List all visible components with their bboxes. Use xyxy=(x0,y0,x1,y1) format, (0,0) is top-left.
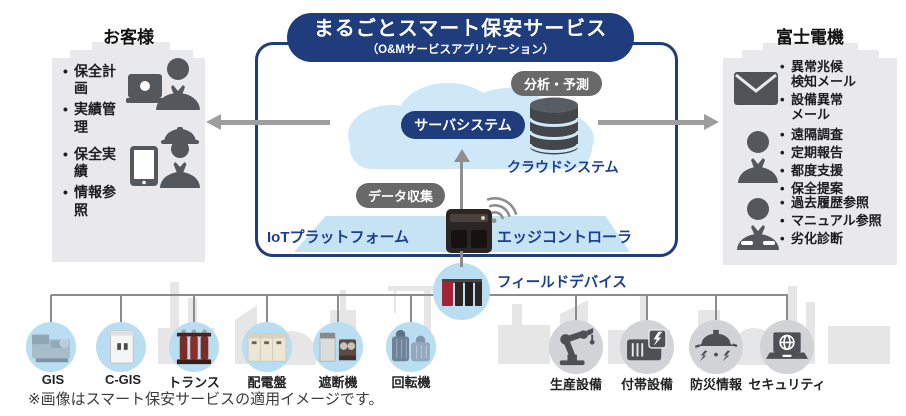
upload-arrow-head xyxy=(454,149,470,162)
device-label: 生産設備 xyxy=(549,377,602,392)
database-icon xyxy=(529,97,579,155)
drop-line xyxy=(50,295,52,322)
gis-switchgear-icon xyxy=(32,334,70,363)
service-title-banner: まるごとスマート保安サービス （O&Mサービスアプリケーション） xyxy=(287,13,634,62)
cloud-system-label: クラウドシステム xyxy=(507,159,619,175)
device-circle-gis xyxy=(26,322,76,372)
fire-alarm-icon xyxy=(694,329,738,362)
fuji-item-list: 異常兆候 検知メール 設備異常 メール xyxy=(780,59,888,126)
device-circle-cgis xyxy=(96,322,146,372)
drop-line xyxy=(575,295,577,320)
drop-line xyxy=(786,295,788,320)
list-item: 遠隔調査 xyxy=(780,127,888,143)
list-item: 情報参照 xyxy=(63,184,125,218)
device-circle-switchboard xyxy=(242,322,292,372)
device-circle-breaker xyxy=(313,322,363,372)
cgis-cabinet-icon xyxy=(110,330,134,364)
fuji-item-list: 遠隔調査 定期報告 都度支援 保全提案 xyxy=(780,127,888,200)
mail-icon xyxy=(734,72,778,105)
worker-tablet-icon xyxy=(130,127,200,188)
drop-line xyxy=(337,295,339,322)
device-label: 遮断機 xyxy=(318,375,358,390)
drop-line xyxy=(120,295,122,322)
customer-item-list: 保全実績 情報参照 xyxy=(63,146,125,223)
robot-arm-icon xyxy=(559,327,595,366)
list-item: 定期報告 xyxy=(780,145,888,161)
breaker-icon xyxy=(319,332,357,362)
device-label: 回転機 xyxy=(391,375,431,390)
generator-icon xyxy=(627,329,667,361)
fuji-header: 富士電機 xyxy=(776,28,844,47)
fuji-box-step xyxy=(763,43,858,51)
edge-controller-label: エッジコントローラ xyxy=(497,229,633,246)
customer-box-step xyxy=(70,50,193,59)
device-circle-disaster xyxy=(689,320,743,374)
customer-item-list: 保全計画 実績管理 xyxy=(63,63,125,140)
field-link-line xyxy=(460,251,463,267)
device-label: セキュリティ xyxy=(748,377,826,392)
list-item: 異常兆候 検知メール xyxy=(780,59,888,90)
list-item: 劣化診断 xyxy=(780,231,892,247)
to-fuji-arrow xyxy=(598,120,706,125)
list-item: 保全計画 xyxy=(63,63,125,97)
service-subtitle: （O&Mサービスアプリケーション） xyxy=(366,44,555,56)
to-customer-arrow-head xyxy=(206,114,221,130)
person-keyboard-icon xyxy=(737,198,779,250)
field-device-icon xyxy=(441,278,482,306)
rotating-machine-icon xyxy=(392,329,430,362)
analysis-pill: 分析・予測 xyxy=(511,71,602,96)
fuji-box-step xyxy=(742,50,879,59)
to-fuji-arrow-head xyxy=(704,114,719,130)
list-item: 過去履歴参照 xyxy=(780,195,892,211)
device-label: 付帯設備 xyxy=(620,377,673,392)
device-circle-production xyxy=(549,320,603,374)
list-item: 都度支援 xyxy=(780,163,888,179)
drop-line xyxy=(193,295,195,322)
field-device-label: フィールドデバイス xyxy=(497,275,627,291)
list-item: 実績管理 xyxy=(63,101,125,135)
customer-box-step xyxy=(92,42,170,51)
list-item: 保全提案 xyxy=(780,181,888,197)
device-label: C-GIS xyxy=(104,372,142,387)
image-disclaimer-note: ※画像はスマート保安サービスの適用イメージです。 xyxy=(28,391,384,408)
wifi-signal-icon xyxy=(486,197,518,224)
person-icon xyxy=(738,131,778,183)
device-circle-rotating xyxy=(386,322,436,372)
device-label: 配電盤 xyxy=(247,375,287,390)
server-system-pill: サーバシステム xyxy=(401,111,525,139)
customer-header: お客様 xyxy=(103,28,154,47)
list-item: マニュアル参照 xyxy=(780,213,892,229)
device-label: トランス xyxy=(168,375,220,390)
field-bus-line xyxy=(51,294,788,296)
drop-line xyxy=(646,295,648,320)
drop-line xyxy=(715,295,717,320)
device-label: 防災情報 xyxy=(689,377,742,392)
iot-platform-label: IoTプラットフォーム xyxy=(267,229,410,246)
device-circle-auxiliary xyxy=(620,320,674,374)
to-customer-arrow xyxy=(220,120,330,125)
switchboard-icon xyxy=(247,333,287,362)
device-label: GIS xyxy=(41,372,65,387)
device-circle-trans xyxy=(169,322,219,372)
fuji-item-list: 過去履歴参照 マニュアル参照 劣化診断 xyxy=(780,195,892,250)
data-collect-pill: データ収集 xyxy=(356,183,445,208)
person-laptop-icon xyxy=(126,58,200,110)
device-circle-security xyxy=(760,320,814,374)
upload-arrow xyxy=(460,161,463,213)
drop-line xyxy=(410,295,412,322)
security-laptop-icon xyxy=(766,332,808,359)
field-device-circle xyxy=(433,263,490,320)
edge-controller-device-icon xyxy=(446,209,492,253)
list-item: 設備異常 メール xyxy=(780,92,888,123)
service-title: まるごとスマート保安サービス xyxy=(313,18,608,40)
transformer-icon xyxy=(176,329,212,365)
list-item: 保全実績 xyxy=(63,146,125,180)
drop-line xyxy=(266,295,268,322)
